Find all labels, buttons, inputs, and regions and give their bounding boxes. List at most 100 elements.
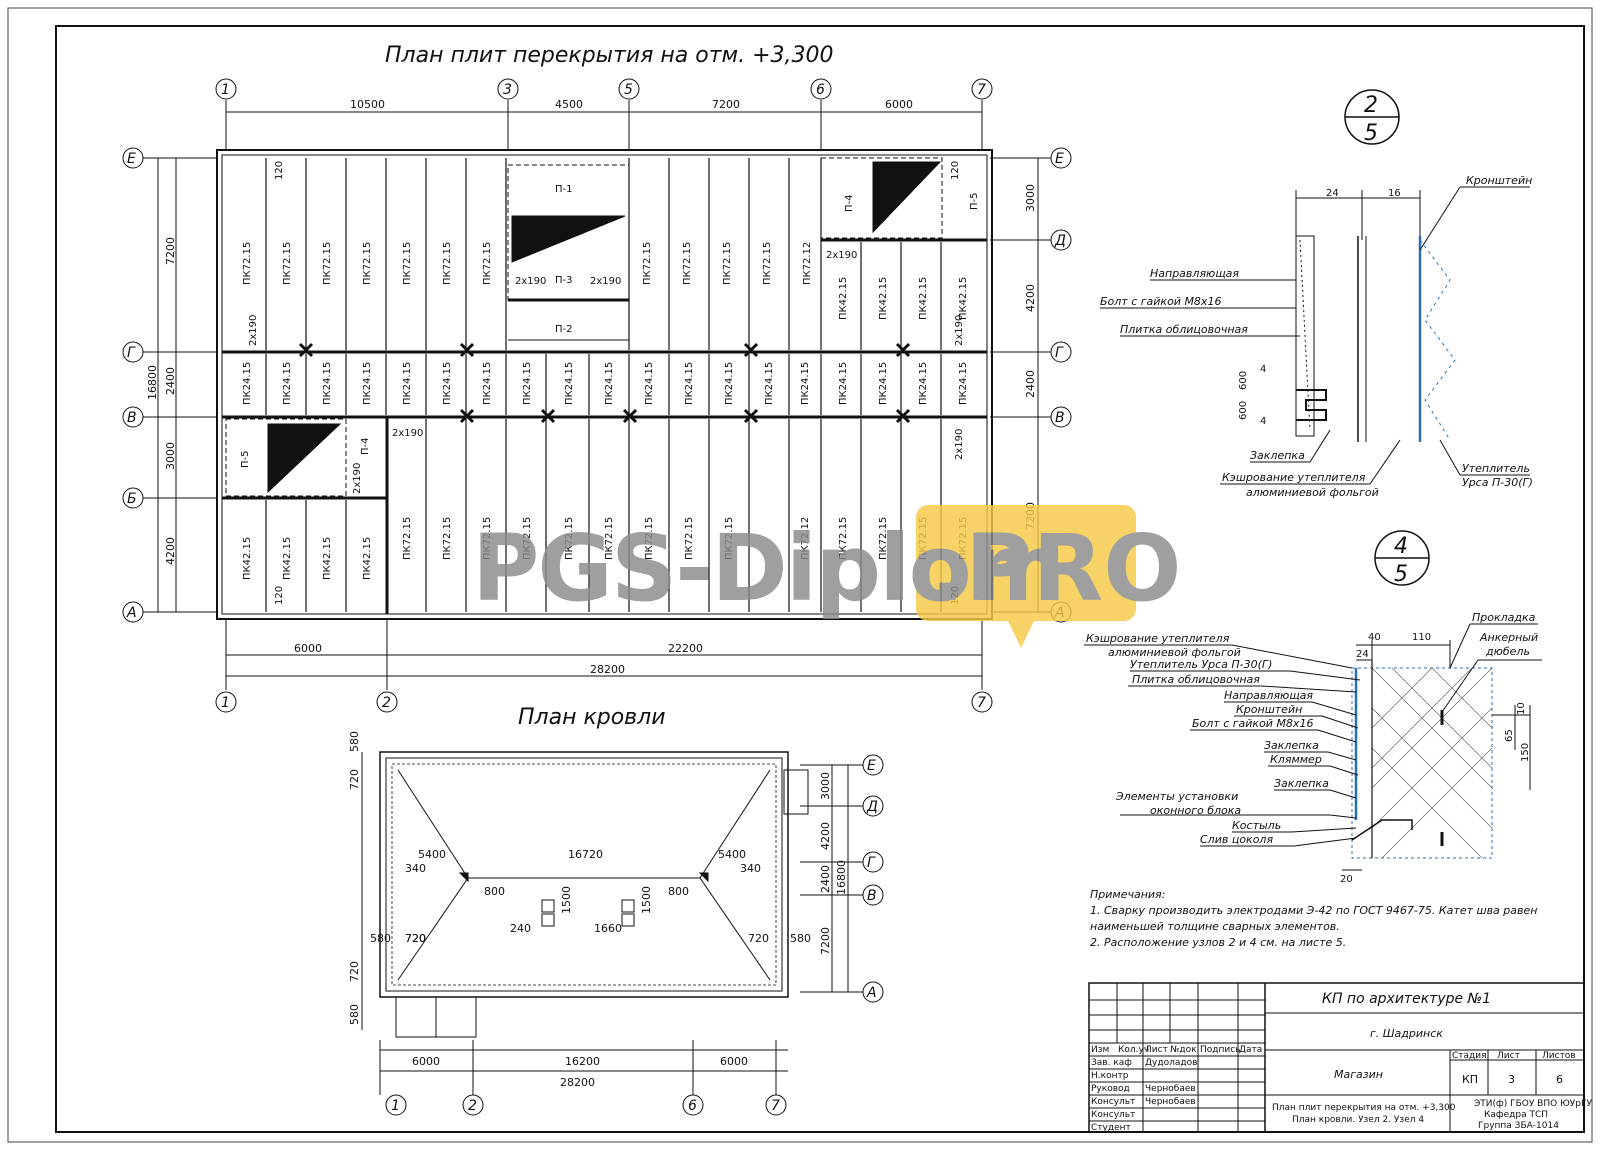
opening-p5 (225, 418, 347, 497)
title-block (1088, 982, 1585, 1133)
dim-bottom-6000: 6000 (294, 642, 322, 655)
roof-outline (361, 751, 884, 1116)
slab-mid-2: ПК24.15 (322, 362, 333, 405)
node-45-label-el2: оконного блока (1150, 804, 1241, 817)
dim-top-4: 6000 (885, 98, 913, 111)
dim-right-3000: 3000 (1024, 184, 1037, 212)
slab-mid-14: ПК24.15 (800, 362, 811, 405)
axis-left-A: А (126, 605, 137, 621)
slab-mid-5: ПК24.15 (442, 362, 453, 405)
tb-sheet-head: Лист (1497, 1051, 1520, 1061)
roof-dim-6000-b: 6000 (720, 1055, 748, 1068)
axis-top-3: 3 (503, 82, 512, 98)
roof-axis-2: 2 (468, 1098, 477, 1114)
dim-bottom-28200: 28200 (590, 663, 625, 676)
node-45-marker (1374, 530, 1430, 586)
watermark-left-text: PGS-Diplom (472, 515, 1064, 622)
x-marks (298, 342, 911, 424)
tb-sheets: 6 (1556, 1073, 1563, 1086)
slab-p4-top: П-4 (844, 195, 855, 213)
slab-mid-18: ПК24.15 (958, 362, 969, 405)
node-45-label-zak1: Заклепка (1264, 739, 1319, 752)
roof-dim-2400: 2400 (819, 865, 832, 893)
roof-title: План кровли (518, 705, 666, 730)
node-45-dim-20: 20 (1340, 874, 1353, 885)
gap-2x190-h: 2х190 (954, 429, 965, 460)
node-25-drawing (1295, 190, 1456, 442)
slab-bottom-10: ПК72.15 (838, 517, 849, 560)
slab-top-3: ПК72.15 (362, 242, 373, 285)
slab-mid-0: ПК24.15 (242, 362, 253, 405)
slab-right-upper-0: ПК42.15 (838, 277, 849, 320)
slab-bottom-6: ПК72.15 (644, 517, 655, 560)
slab-p1: П-1 (555, 184, 573, 195)
inner-frame (55, 25, 1585, 1133)
dim-left-7200: 7200 (164, 237, 177, 265)
notes-line2: наименьшей толщине сварных элементов. (1090, 920, 1340, 933)
tb-role-6: Студент (1091, 1123, 1131, 1133)
node-45-label-zak2: Заклепка (1274, 777, 1329, 790)
roof-dim-720-r: 720 (748, 932, 769, 945)
node-45-dim-110: 110 (1412, 632, 1431, 643)
axis-right-E: Е (1055, 151, 1064, 167)
slab-mid-16: ПК24.15 (878, 362, 889, 405)
roof-dim-340-a: 340 (405, 862, 426, 875)
axis-bottom-1: 1 (221, 695, 230, 711)
node-25-label-bolt: Болт с гайкой М8х16 (1100, 295, 1221, 308)
roof-axis-6: 6 (688, 1098, 697, 1114)
roof-dim-6000-a: 6000 (412, 1055, 440, 1068)
tb-col-doc: №док (1170, 1045, 1197, 1055)
axis-left-G: Г (127, 345, 136, 361)
slab-top-8: ПК72.15 (682, 242, 693, 285)
node-25-dim-24: 24 (1326, 188, 1339, 199)
axis-top-5: 5 (624, 82, 633, 98)
node-25-label-plitka: Плитка облицовочная (1120, 323, 1248, 336)
node-25-label-napr: Направляющая (1150, 267, 1239, 280)
tb-city: г. Шадринск (1370, 1027, 1443, 1040)
gap-120-b: 120 (274, 586, 285, 605)
node-45-label-plitka: Плитка облицовочная (1132, 673, 1260, 686)
node-45-label-ut: Утеплитель Урса П-30(Г) (1130, 658, 1272, 671)
axis-right-D: Д (1054, 233, 1066, 249)
tb-role-5: Консульт (1091, 1110, 1135, 1120)
slab-bottom-4: ПК72.15 (564, 517, 575, 560)
opening-p4 (820, 157, 943, 239)
node-45-dim-24: 24 (1356, 649, 1369, 660)
node-25-leaders (1100, 186, 1530, 485)
roof-axis-1: 1 (391, 1098, 400, 1114)
slab-right-upper-3: ПК42.15 (958, 277, 969, 320)
axis-top-1: 1 (221, 82, 230, 98)
node-45-label-sliv: Слив цоколя (1200, 833, 1273, 846)
roof-axis-V: В (867, 888, 877, 904)
roof-dim-5400-b: 5400 (718, 848, 746, 861)
node-45-drawing (1342, 640, 1531, 871)
slab-bottom-1: ПК72.15 (442, 517, 453, 560)
slab-top-6: ПК72.15 (482, 242, 493, 285)
gap-2x190-c: 2х190 (826, 250, 857, 261)
slab-bottom-left-3: ПК42.15 (362, 537, 373, 580)
node-45-dim-10: 10 (1516, 702, 1527, 715)
tb-role-1: Зав. каф (1091, 1058, 1132, 1068)
slab-top-4: ПК72.15 (402, 242, 413, 285)
node-45-label-el1: Элементы установки (1115, 790, 1238, 803)
axis-bottom-7: 7 (977, 695, 986, 711)
watermark-right-text: .PRO (930, 515, 1181, 622)
node-25-dim-600a: 600 (1238, 371, 1249, 390)
slab-bottom-9: ПК72.12 (800, 517, 811, 560)
slab-right-upper-1: ПК42.15 (878, 277, 889, 320)
roof-left-720-a: 720 (348, 769, 361, 790)
bottom-axes (215, 620, 993, 713)
dim-top-3: 7200 (712, 98, 740, 111)
right-axes (990, 147, 1072, 623)
node-25-label-zaklepka: Заклепка (1250, 449, 1305, 462)
node-45-dim-65: 65 (1504, 729, 1515, 742)
roof-axis-E: Е (867, 758, 876, 774)
dim-left-3000: 3000 (164, 442, 177, 470)
roof-axis-G: Г (867, 855, 876, 871)
dim-top-2: 4500 (555, 98, 583, 111)
roof-dim-28200: 28200 (560, 1076, 595, 1089)
roof-dim-720-l: 720 (405, 932, 426, 945)
slab-top-5: ПК72.15 (442, 242, 453, 285)
slab-mid-7: ПК24.15 (522, 362, 533, 405)
